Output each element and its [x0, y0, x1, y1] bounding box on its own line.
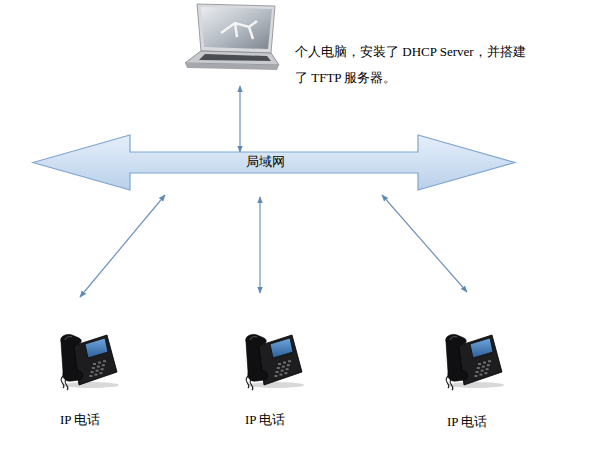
phone-key [103, 360, 106, 362]
laptop-base [185, 63, 279, 70]
phone-shadow [63, 382, 119, 388]
node-label: IP 电话 [245, 412, 305, 429]
phone-key [486, 368, 489, 370]
phone-key [278, 363, 281, 365]
phone-key [488, 360, 491, 362]
note-text: 个人电脑，安装了 DHCP Server，并搭建了 TFTP 服务器。 [295, 39, 529, 91]
phone-key [478, 363, 481, 365]
ip-phone-illustration [57, 332, 121, 390]
phone-key [276, 371, 279, 373]
phone-key [483, 362, 486, 364]
phone-key [91, 371, 94, 373]
phone-handset [61, 334, 83, 381]
phone-key [102, 364, 105, 366]
phone-key [99, 372, 102, 374]
phone-key [286, 368, 289, 370]
phone-key [284, 372, 287, 374]
laptop-illustration [183, 3, 278, 83]
phone-key [484, 372, 487, 374]
laptop-keys [199, 54, 271, 61]
phone-key [279, 374, 282, 376]
phone-handset [446, 334, 468, 381]
phone-key [288, 360, 291, 362]
double-arrow-band [33, 135, 515, 190]
phone-key [89, 375, 92, 377]
handset-highlight [65, 337, 72, 340]
phone-key [274, 375, 277, 377]
phone-keypad [274, 360, 291, 377]
link-arrow [382, 195, 467, 292]
phone-key [92, 367, 95, 369]
phone-key [474, 375, 477, 377]
phone-key [94, 374, 97, 376]
laptop-keyboard-deck [185, 51, 279, 65]
phone-shadow [248, 382, 304, 388]
band-label: 局域网 [228, 153, 303, 171]
phone-key [487, 364, 490, 366]
pc-node: 个人电脑，安装了 DHCP Server，并搭建了 TFTP 服务器。 [183, 3, 278, 83]
phone-key [96, 370, 99, 372]
phone-handset [246, 334, 268, 381]
phone-key [282, 366, 285, 368]
phone-key [479, 374, 482, 376]
ip-phone-illustration [242, 332, 306, 390]
phone-key [482, 366, 485, 368]
screen-picture [221, 21, 257, 39]
link-arrow [259, 197, 260, 293]
phone-screen [270, 338, 293, 358]
link-arrow [239, 86, 240, 152]
ip-phone-node: IP 电话 [240, 293, 305, 390]
phone-key [277, 367, 280, 369]
ip-phone-node: IP 电话 [55, 295, 120, 390]
laptop-screen [201, 7, 272, 49]
node-label: IP 电话 [447, 414, 507, 431]
phone-key [477, 367, 480, 369]
phone-key [283, 362, 286, 364]
handset-highlight [250, 337, 257, 340]
phone-key [93, 363, 96, 365]
phone-keypad [89, 360, 106, 377]
laptop-lid [197, 4, 275, 53]
phone-key [481, 370, 484, 372]
phone-shadow [448, 382, 504, 388]
ip-phone-node: IP 电话 [440, 292, 505, 390]
phone-screen [470, 338, 493, 358]
ip-phone-illustration [442, 332, 506, 390]
node-label: IP 电话 [60, 412, 120, 429]
phone-key [97, 366, 100, 368]
phone-key [476, 371, 479, 373]
phone-key [98, 362, 101, 364]
link-arrow [80, 195, 165, 297]
phone-key [101, 368, 104, 370]
phone-screen [85, 338, 108, 358]
phone-key [287, 364, 290, 366]
phone-keypad [474, 360, 491, 377]
handset-highlight [450, 337, 457, 340]
lan-node: 局域网 [33, 135, 515, 190]
phone-key [281, 370, 284, 372]
